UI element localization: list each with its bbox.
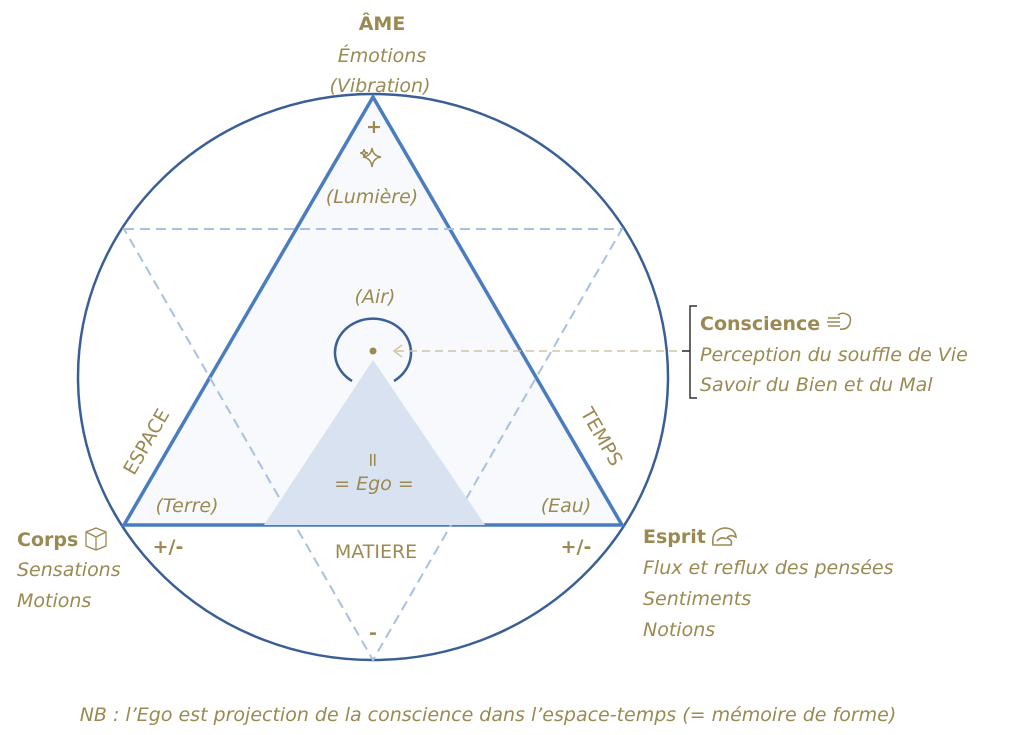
air-circle <box>333 317 413 383</box>
center-dot <box>369 347 377 355</box>
matiere-label: MATIERE <box>335 541 417 563</box>
conscience-title: Conscience <box>700 313 820 335</box>
arrow-head <box>392 344 403 358</box>
cube-icon <box>85 527 107 551</box>
ame-line2: (Vibration) <box>329 75 430 97</box>
air-label: (Air) <box>355 286 396 308</box>
right-sign: +/- <box>561 536 592 558</box>
ego-triangle <box>264 360 485 525</box>
corps-line1: Sensations <box>17 559 121 581</box>
conscience-line1: Perception du souffle de Vie <box>700 344 968 366</box>
ame-line1: Émotions <box>338 44 427 67</box>
corps-title: Corps <box>17 529 78 551</box>
terre-label: (Terre) <box>155 495 218 517</box>
conscience-line2: Savoir du Bien et du Mal <box>700 374 933 396</box>
top-sign: + <box>366 116 382 138</box>
inverted-dashed-triangle <box>122 228 624 662</box>
esprit-title: Esprit <box>643 526 706 548</box>
corps-line2: Motions <box>17 590 91 612</box>
wave-icon <box>711 527 737 546</box>
esprit-line1: Flux et reflux des pensées <box>643 557 894 579</box>
ego-label: = Ego = <box>334 473 414 495</box>
bracket <box>682 305 697 399</box>
wind-icon <box>827 312 852 330</box>
esprit-line2: Sentiments <box>643 588 751 610</box>
sparkle-icon <box>359 147 382 168</box>
light-label: (Lumière) <box>326 186 418 208</box>
left-sign: +/- <box>153 536 184 558</box>
footnote: NB : l’Ego est projection de la conscien… <box>80 704 897 726</box>
ame-title: ÂME <box>359 12 406 35</box>
bottom-sign: - <box>369 622 377 644</box>
vertical-equals: = <box>362 452 384 468</box>
esprit-line3: Notions <box>643 619 715 641</box>
eau-label: (Eau) <box>541 495 592 517</box>
